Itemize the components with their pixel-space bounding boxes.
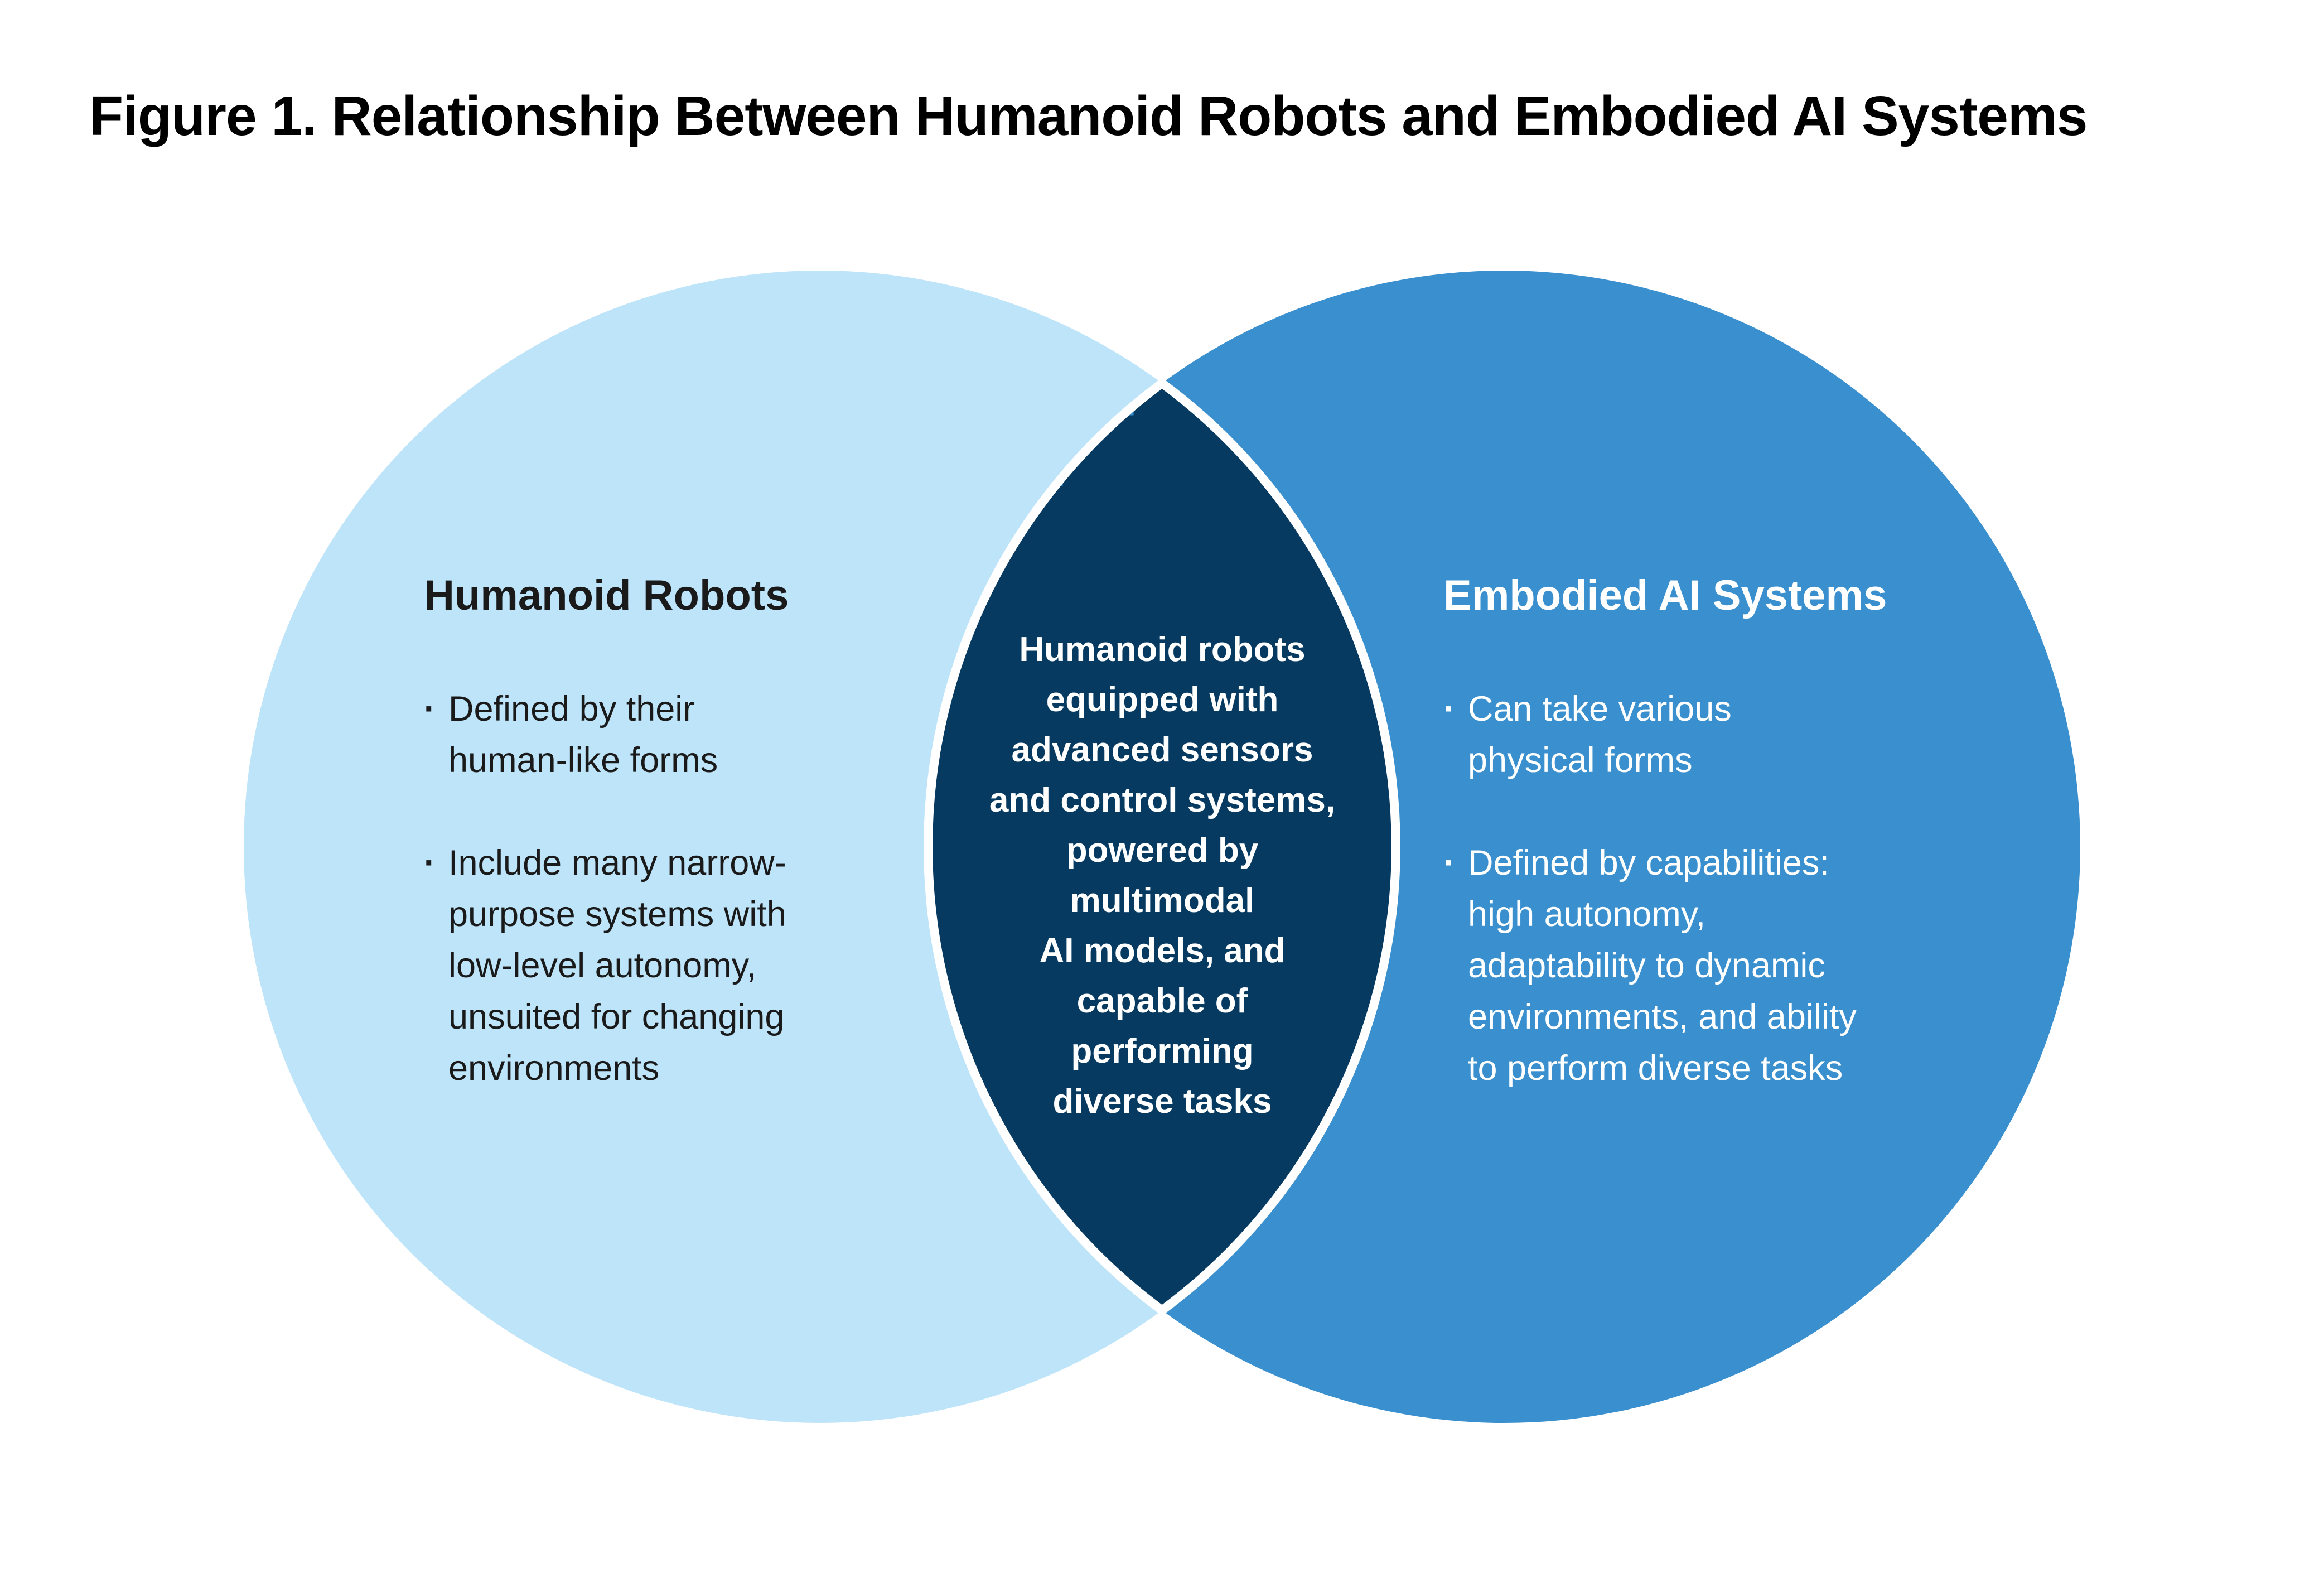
figure-title: Figure 1. Relationship Between Humanoid … <box>89 85 2088 147</box>
left-circle-label: Humanoid Robots · Defined by their human… <box>424 570 903 1094</box>
bullet-marker: · <box>1443 843 1455 883</box>
list-item: · Defined by capabilities: high autonomy… <box>1443 837 2012 1094</box>
left-circle-heading: Humanoid Robots <box>424 572 789 619</box>
list-item: · Include many narrow- purpose systems w… <box>424 837 903 1094</box>
intersection-text: Humanoid robots equipped with advanced s… <box>989 630 1336 1121</box>
list-item: · Defined by their human-like forms <box>424 683 903 786</box>
list-item: · Can take various physical forms <box>1443 683 2012 786</box>
bullet-text: Include many narrow- purpose systems wit… <box>448 843 786 1088</box>
right-circle-label: Embodied AI Systems · Can take various p… <box>1443 570 2012 1094</box>
bullet-marker: · <box>1443 689 1455 729</box>
bullet-text: Defined by capabilities: high autonomy, … <box>1468 843 1857 1088</box>
right-circle-heading: Embodied AI Systems <box>1443 572 1887 619</box>
bullet-marker: · <box>424 689 436 729</box>
bullet-text: Can take various physical forms <box>1468 689 1732 780</box>
bullet-marker: · <box>424 843 436 883</box>
bullet-text: Defined by their human-like forms <box>448 689 718 780</box>
intersection-lens <box>924 378 1400 1316</box>
